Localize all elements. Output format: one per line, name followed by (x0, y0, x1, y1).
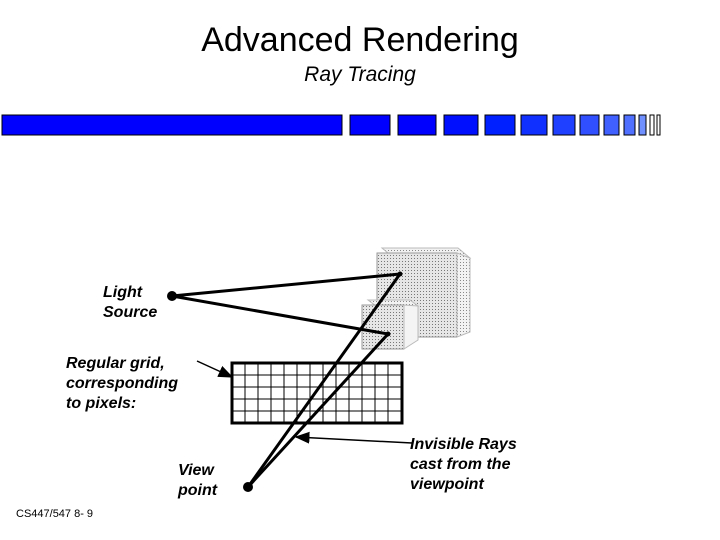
header-bar-segment (656, 114, 661, 136)
small-object-box (361, 299, 420, 350)
header-bar-segment (443, 114, 479, 136)
pixel-grid (230, 361, 404, 425)
rays-arrow (294, 431, 413, 444)
rays (171, 272, 402, 489)
invisible-rays-label: Invisible Rays cast from the viewpoint (410, 436, 517, 493)
light-ray-lower (171, 294, 389, 336)
slide-footer: CS447/547 8- 9 (16, 508, 94, 520)
slide-title: Advanced Rendering (201, 21, 519, 59)
light-ray-upper (171, 272, 401, 298)
header-bar-segment (638, 114, 647, 136)
header-bar-segment (397, 114, 437, 136)
viewpoint-point (243, 482, 253, 492)
view-ray-lower (246, 332, 390, 489)
light-source-label: Light Source (103, 284, 158, 321)
header-bar-segment (349, 114, 391, 136)
hit-point (385, 331, 391, 337)
header-bar-segment (484, 114, 516, 136)
slide-subtitle: Ray Tracing (304, 63, 416, 86)
view-point-label: View point (178, 462, 218, 499)
header-bar-segment (520, 114, 548, 136)
header-bar-segment (603, 114, 620, 136)
header-bar-segment (623, 114, 636, 136)
hit-point (397, 271, 403, 277)
light-source-point (167, 291, 177, 301)
header-bar-segment (579, 114, 600, 136)
grid-arrow (196, 360, 234, 378)
header-bar-segment (1, 114, 343, 136)
regular-grid-label: Regular grid, corresponding to pixels: (66, 355, 179, 412)
header-bar-segment (649, 114, 655, 136)
header-bar-segment (552, 114, 576, 136)
view-ray-upper (246, 273, 402, 488)
